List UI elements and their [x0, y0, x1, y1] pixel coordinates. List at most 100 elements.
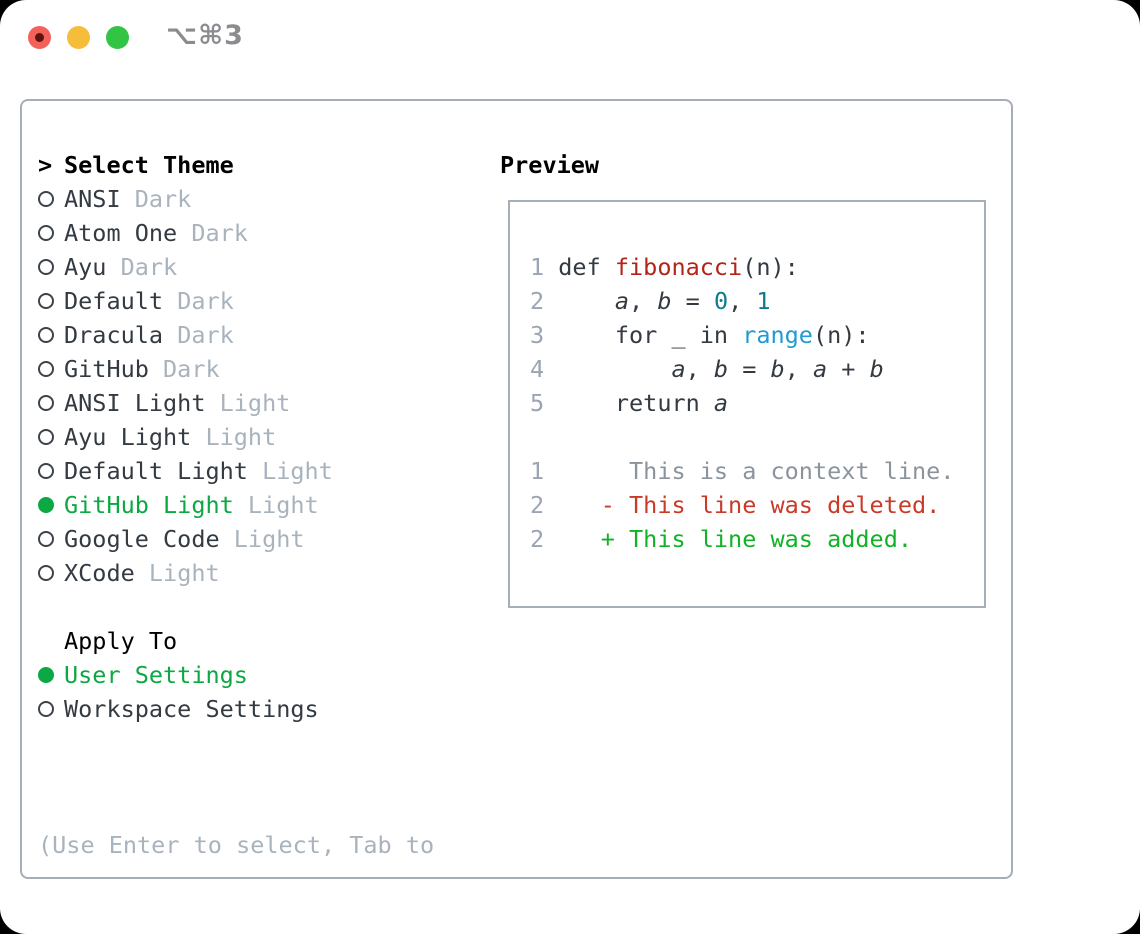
radio-icon	[38, 395, 54, 411]
code-token: b	[770, 355, 785, 383]
theme-name: Ayu	[64, 253, 107, 281]
close-button[interactable]	[28, 26, 51, 49]
apply-to-title: Apply To	[64, 627, 178, 655]
bullet-cell	[38, 463, 64, 479]
select-theme-title: Select Theme	[64, 151, 234, 179]
theme-name: Google Code	[64, 525, 220, 553]
bullet-cell	[38, 395, 64, 411]
minimize-button[interactable]	[67, 26, 90, 49]
apply-option-user-settings[interactable]: User Settings	[38, 658, 434, 692]
spacer	[38, 726, 434, 760]
hint-line: (Use Enter to select, Tab to	[38, 831, 435, 859]
theme-name: ANSI	[64, 185, 121, 213]
code-token: a	[812, 355, 828, 383]
code-token: a	[671, 355, 686, 383]
theme-option-ayu-light[interactable]: Ayu Light Light	[38, 420, 434, 454]
theme-name: Default Light	[64, 457, 248, 485]
code-token: =	[728, 355, 771, 383]
code-line: 2 a, b = 0, 1	[530, 284, 984, 318]
theme-name: Default	[64, 287, 164, 315]
code-token: This is a context line.	[558, 457, 955, 485]
radio-icon	[38, 463, 54, 479]
code-line: 2 - This line was deleted.	[530, 488, 984, 522]
focus-cursor-icon: >	[38, 151, 53, 179]
code-token: ,	[728, 287, 757, 315]
theme-name: ANSI Light	[64, 389, 206, 417]
theme-variant: Dark	[148, 355, 220, 383]
radio-icon	[38, 531, 54, 547]
code-token: 0	[713, 287, 729, 315]
theme-option-default-light[interactable]: Default Light Light	[38, 454, 434, 488]
theme-variant: Dark	[106, 253, 178, 281]
theme-option-ansi-light[interactable]: ANSI Light Light	[38, 386, 434, 420]
bullet-cell	[38, 667, 64, 683]
code-token: for _ in	[558, 321, 743, 349]
theme-name: Dracula	[64, 321, 164, 349]
apply-to-header: Apply To	[38, 624, 434, 658]
code-line	[530, 420, 984, 454]
radio-selected-icon	[38, 667, 54, 683]
theme-option-xcode[interactable]: XCode Light	[38, 556, 434, 590]
theme-variant: Dark	[163, 321, 234, 349]
code-token: a	[713, 389, 729, 417]
code-token: b	[713, 355, 729, 383]
bullet-cell	[38, 327, 64, 343]
line-number: 1	[530, 457, 545, 485]
code-token: ,	[784, 355, 813, 383]
theme-variant: Light	[219, 525, 305, 553]
radio-icon	[38, 327, 54, 343]
bullet-cell	[38, 497, 64, 513]
line-number: 4	[530, 355, 545, 383]
code-token: 1	[756, 287, 771, 315]
bullet-cell	[38, 565, 64, 581]
bullet-cell	[38, 225, 64, 241]
theme-variant: Dark	[163, 287, 234, 315]
theme-name: Atom One	[64, 219, 178, 247]
hint-text: (Use Enter to select, Tab to change focu…	[38, 760, 434, 934]
close-dot-icon	[35, 33, 44, 42]
bullet-cell	[38, 429, 64, 445]
code-token: ,	[685, 355, 714, 383]
theme-variant: Light	[134, 559, 220, 587]
apply-option-workspace-settings[interactable]: Workspace Settings	[38, 692, 434, 726]
radio-icon	[38, 701, 54, 717]
theme-option-google-code[interactable]: Google Code Light	[38, 522, 434, 556]
code-token: (n):	[812, 321, 870, 349]
code-line: 1 This is a context line.	[530, 454, 984, 488]
radio-icon	[38, 293, 54, 309]
theme-option-github-light[interactable]: GitHub Light Light	[38, 488, 434, 522]
hint-line: change focus)	[38, 930, 434, 934]
code-token	[558, 355, 671, 383]
bullet-cell	[38, 191, 64, 207]
line-number: 1	[530, 253, 545, 281]
code-token: ,	[629, 287, 658, 315]
code-token: (n):	[742, 253, 799, 281]
line-number: 2	[530, 287, 545, 315]
bullet-cell	[38, 701, 64, 717]
line-number: 2	[530, 491, 545, 519]
theme-option-github[interactable]: GitHub Dark	[38, 352, 434, 386]
theme-variant: Light	[247, 457, 333, 485]
theme-option-default[interactable]: Default Dark	[38, 284, 434, 318]
theme-option-atom-one[interactable]: Atom One Dark	[38, 216, 434, 250]
theme-option-ayu[interactable]: Ayu Dark	[38, 250, 434, 284]
radio-icon	[38, 565, 54, 581]
apply-option-label: Workspace Settings	[64, 695, 319, 723]
code-line: 3 for _ in range(n):	[530, 318, 984, 352]
theme-variant: Dark	[120, 185, 192, 213]
maximize-button[interactable]	[106, 26, 129, 49]
theme-option-dracula[interactable]: Dracula Dark	[38, 318, 434, 352]
select-theme-header: > Select Theme	[38, 148, 434, 182]
line-number: 2	[530, 525, 545, 553]
theme-option-ansi[interactable]: ANSI Dark	[38, 182, 434, 216]
theme-name: Ayu Light	[64, 423, 192, 451]
bullet-cell	[38, 361, 64, 377]
